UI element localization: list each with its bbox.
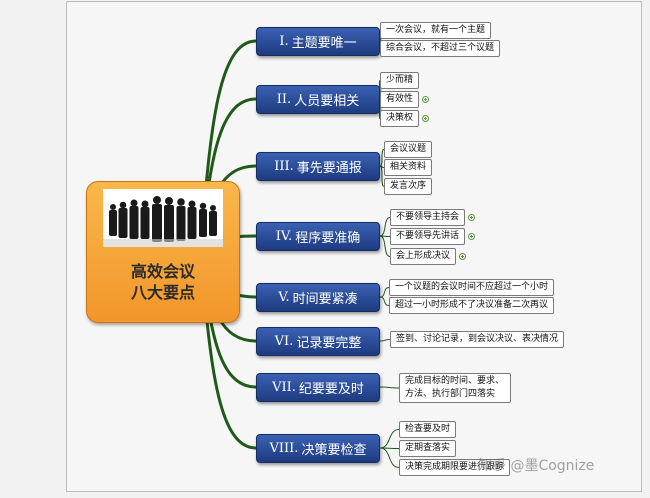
branch-label: 记录要完整 [296, 336, 362, 351]
expand-plus-icon[interactable] [468, 214, 475, 221]
leaf-node[interactable]: 相关资料 [384, 159, 433, 176]
branch-number: III. [274, 159, 294, 174]
expand-plus-icon[interactable] [422, 115, 429, 122]
leaf-node[interactable]: 超过一小时形成不了决议准备二次再议 [389, 297, 555, 314]
watermark: 知乎 @墨Cognize [478, 458, 595, 474]
leaf-node[interactable]: 不要领导主持会 [390, 209, 466, 226]
branch-label: 纪要要及时 [298, 382, 364, 397]
branch-number: I. [279, 34, 289, 49]
leaf-node[interactable]: 会议议题 [384, 141, 433, 158]
leaf-node[interactable]: 定期查落实 [399, 440, 457, 457]
branch-node[interactable]: I.主题要唯一 [256, 27, 380, 56]
people-silhouette-image [103, 189, 223, 247]
expand-plus-icon[interactable] [459, 253, 466, 260]
branch-node[interactable]: III.事先要通报 [256, 152, 380, 181]
center-title-line1: 高效会议 [130, 262, 195, 281]
branch-label: 人员要相关 [294, 94, 360, 109]
leaf-node[interactable]: 不要领导先讲话 [390, 228, 466, 245]
branch-number: VII. [272, 380, 296, 395]
branch-node[interactable]: II.人员要相关 [256, 85, 380, 114]
leaf-node[interactable]: 签到、讨论记录，到会议决议、表决情况 [390, 331, 565, 348]
branch-label: 时间要紧凑 [292, 292, 358, 307]
branch-node[interactable]: VI.记录要完整 [256, 327, 380, 356]
leaf-node[interactable]: 发言次序 [384, 178, 433, 195]
leaf-node[interactable]: 少而精 [380, 72, 420, 89]
leaf-node[interactable]: 一次会议，就有一个主题 [380, 22, 492, 39]
central-node[interactable]: 高效会议 八大要点 [86, 181, 240, 323]
branch-number: V. [278, 290, 290, 305]
branch-node[interactable]: IV.程序要准确 [256, 222, 380, 251]
leaf-node[interactable]: 综合会议，不超过三个议题 [380, 40, 501, 57]
branch-label: 主题要唯一 [291, 36, 357, 51]
branch-node[interactable]: VIII.决策要检查 [256, 434, 380, 463]
expand-plus-icon[interactable] [468, 233, 475, 240]
branch-label: 程序要准确 [295, 231, 361, 246]
branch-number: VIII. [269, 441, 299, 456]
leaf-node[interactable]: 决策完成期限要进行跟踪 [399, 459, 511, 476]
leaf-node[interactable]: 有效性 [380, 91, 420, 108]
branch-node[interactable]: VII.纪要要及时 [256, 373, 380, 402]
leaf-node[interactable]: 完成目标的时间、要求、方法、执行部门四落实 [399, 373, 511, 403]
branch-number: IV. [275, 229, 293, 244]
leaf-node[interactable]: 会上形成决议 [390, 248, 457, 265]
branch-number: VI. [274, 334, 294, 349]
leaf-node[interactable]: 检查要及时 [399, 421, 457, 438]
branch-number: II. [276, 92, 292, 107]
branch-node[interactable]: V.时间要紧凑 [256, 283, 380, 312]
branch-label: 事先要通报 [296, 161, 362, 176]
branch-label: 决策要检查 [301, 443, 367, 458]
expand-plus-icon[interactable] [422, 96, 429, 103]
leaf-node[interactable]: 一个议题的会议时间不应超过一个小时 [389, 279, 555, 296]
leaf-node[interactable]: 决策权 [380, 110, 420, 127]
center-title-line2: 八大要点 [130, 283, 195, 302]
